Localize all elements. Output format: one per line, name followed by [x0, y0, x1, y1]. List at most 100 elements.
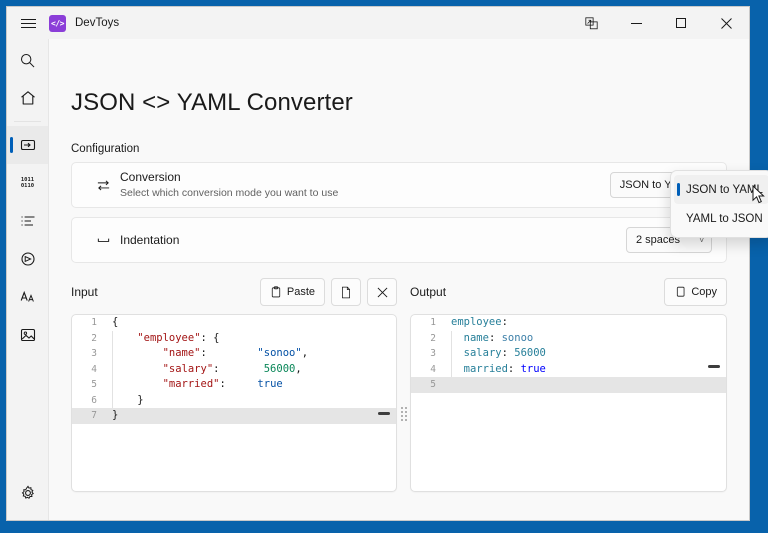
conversion-mode-flyout: JSON to YAML YAML to JSON [670, 170, 768, 238]
indent-guide [112, 392, 113, 408]
sidebar-spacer [7, 354, 48, 474]
indentation-texts: Indentation [120, 233, 626, 248]
sidebar-item-settings[interactable] [7, 474, 48, 512]
code-line-text: "name": "sonoo", [104, 346, 396, 362]
code-token [112, 378, 163, 390]
indent-guide [451, 361, 452, 377]
hamburger-icon [20, 16, 36, 31]
indent-guide [112, 361, 113, 377]
indentation-setting-row: Indentation 2 spaces ˅ [71, 217, 727, 263]
output-toolbar: Output Copy [410, 276, 727, 308]
gear-icon [21, 485, 34, 499]
input-panel: Input Paste [71, 276, 397, 492]
sidebar-item-text[interactable] [7, 278, 48, 316]
file-icon [342, 286, 350, 298]
code-token: true [520, 362, 546, 375]
code-token: 56000 [514, 347, 546, 359]
code-token: : [219, 378, 258, 390]
conversion-mode-option[interactable]: JSON to YAML [674, 175, 768, 204]
code-line: 3 salary: 56000 [411, 346, 726, 362]
maximize-button[interactable] [659, 7, 704, 39]
indent-guide [112, 377, 113, 393]
code-line: 6 } [72, 392, 396, 408]
line-number: 3 [430, 348, 436, 359]
output-scroll-indicator[interactable] [708, 365, 720, 368]
minimize-icon [631, 22, 642, 24]
code-line: 5 "married": true [72, 377, 396, 393]
sidebar-divider [14, 121, 41, 122]
code-line: 7} [72, 408, 396, 424]
splitter-handle[interactable] [397, 276, 410, 492]
text-icon [20, 290, 34, 302]
line-number: 1 [91, 317, 97, 328]
clear-input-button[interactable] [367, 278, 397, 306]
input-code-editor[interactable]: 1{2 "employee": {3 "name": "sonoo",4 "sa… [71, 314, 397, 492]
paste-button[interactable]: Paste [259, 278, 325, 306]
code-token: married [463, 362, 508, 375]
configuration-label: Configuration [71, 143, 140, 155]
compact-overlay-button[interactable] [569, 7, 614, 39]
sidebar-item-graphic[interactable] [7, 316, 48, 354]
conversion-setting-row: Conversion Select which conversion mode … [71, 162, 727, 208]
code-token: employee [451, 316, 502, 328]
sidebar-item-formatters[interactable] [7, 202, 48, 240]
close-icon [377, 287, 387, 297]
copy-button[interactable]: Copy [664, 278, 727, 306]
code-token: "employee" [137, 331, 201, 344]
close-button[interactable] [704, 7, 749, 39]
editors-area: Input Paste [71, 276, 727, 492]
code-line-text: { [104, 315, 396, 331]
code-token [112, 332, 137, 344]
hamburger-menu-button[interactable] [7, 7, 49, 39]
code-token [451, 347, 464, 359]
line-number: 5 [91, 379, 97, 390]
sidebar-item-converters[interactable] [7, 126, 48, 164]
code-token: , [295, 362, 302, 375]
minimize-button[interactable] [614, 7, 659, 39]
conversion-mode-option[interactable]: YAML to JSON [686, 212, 763, 225]
sidebar-item-home[interactable] [7, 79, 48, 117]
code-line-text: } [104, 408, 396, 424]
code-token: : [501, 316, 508, 328]
code-line-text: } [104, 392, 396, 408]
sidebar-item-generators[interactable] [7, 240, 48, 278]
line-number: 3 [91, 348, 97, 359]
code-token [451, 363, 464, 375]
indent-guide [451, 346, 452, 362]
code-line-text [443, 377, 726, 393]
code-line-text: salary: 56000 [443, 346, 726, 362]
code-token: : [488, 331, 502, 344]
code-line-text: "salary": 56000, [104, 361, 396, 377]
sidebar-item-search[interactable] [7, 41, 48, 79]
code-line: 5 [411, 377, 726, 393]
code-token: "salary" [162, 362, 214, 375]
maximize-icon [676, 17, 686, 28]
code-line-text: married: true [443, 361, 726, 377]
line-number: 2 [430, 332, 436, 344]
indent-guide [451, 330, 452, 346]
code-token: "sonoo" [257, 347, 302, 359]
input-scroll-indicator[interactable] [378, 412, 390, 415]
line-number: 4 [91, 363, 97, 375]
grip-dots-icon [400, 407, 407, 421]
open-file-button[interactable] [331, 278, 361, 306]
input-code-lines: 1{2 "employee": {3 "name": "sonoo",4 "sa… [72, 315, 396, 424]
swap-arrows-icon [86, 178, 120, 193]
code-token: } [112, 393, 144, 406]
code-token: : [200, 347, 258, 359]
clipboard-icon [271, 286, 281, 298]
code-line-text: "married": true [104, 377, 396, 393]
indent-guide [112, 330, 113, 346]
line-number: 4 [430, 363, 436, 375]
code-token: 56000 [263, 362, 296, 375]
code-token [112, 347, 163, 359]
indentation-title: Indentation [120, 232, 180, 247]
main-content: JSON <> YAML Converter Configuration Con… [49, 39, 749, 520]
copy-label: Copy [691, 286, 717, 298]
